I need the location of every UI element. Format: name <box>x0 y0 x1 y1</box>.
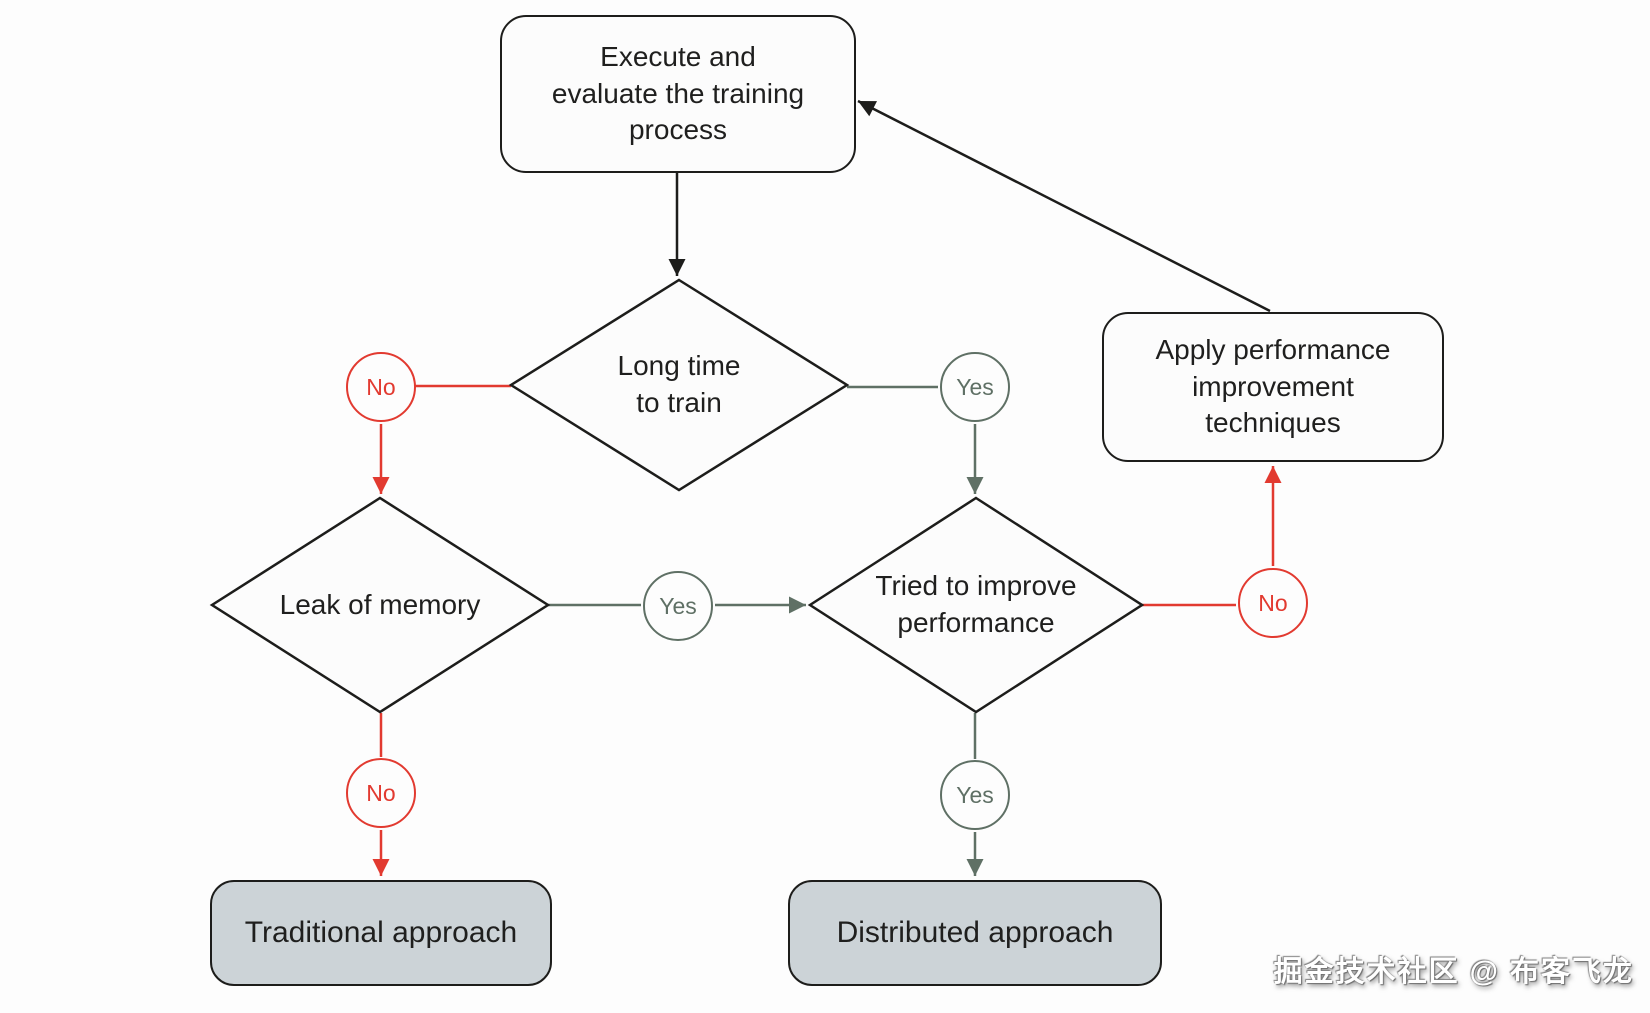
distributed-approach-node: Distributed approach <box>788 880 1162 986</box>
edge-apply-to-execute <box>857 99 1271 313</box>
leak-no-connector: No <box>346 758 416 828</box>
long-time-diamond-shape <box>508 278 850 492</box>
traditional-approach-node: Traditional approach <box>210 880 552 986</box>
watermark-text: 掘金技术社区 @ 布客飞龙 <box>1273 956 1634 988</box>
long-time-yes-connector: Yes <box>940 352 1010 422</box>
execute-evaluate-node: Execute and evaluate the training proces… <box>500 15 856 173</box>
tried-no-connector: No <box>1238 568 1308 638</box>
leak-of-memory-diamond-shape <box>209 496 551 714</box>
long-time-no-connector: No <box>346 352 416 422</box>
apply-performance-node: Apply performance improvement techniques <box>1102 312 1444 462</box>
leak-yes-connector: Yes <box>643 571 713 641</box>
tried-yes-connector: Yes <box>940 760 1010 830</box>
tried-to-improve-diamond-shape <box>807 496 1145 714</box>
